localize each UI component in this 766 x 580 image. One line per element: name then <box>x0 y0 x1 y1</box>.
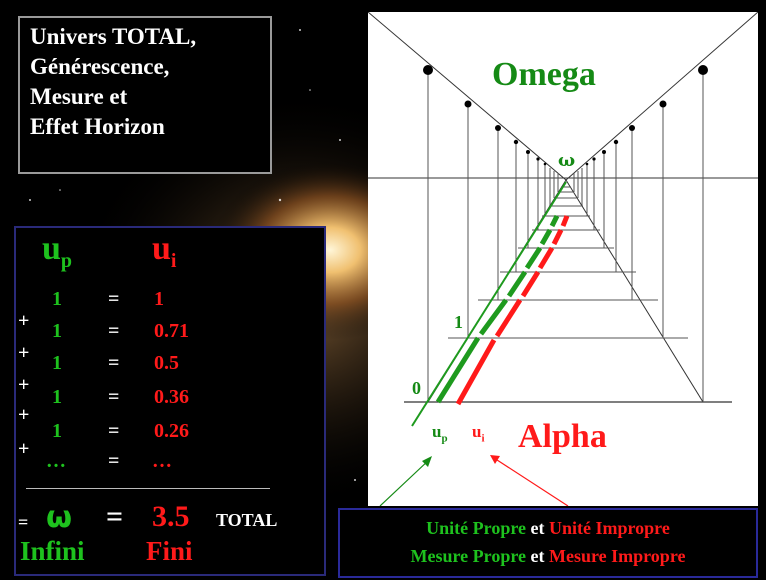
mark-one-label: 1 <box>454 312 463 333</box>
plus-sign: + <box>18 342 29 365</box>
omega-symbol: ω <box>46 500 72 535</box>
row-2-ui: 0.71 <box>154 320 189 343</box>
legend-et: et <box>531 518 545 538</box>
row-5-ui: 0.26 <box>154 420 189 443</box>
row-4-eq: = <box>108 386 119 409</box>
horizon-diagram: Omega ω 1 0 up ui Alpha <box>368 12 758 506</box>
total-eq: = <box>106 500 123 534</box>
plus-sign: + <box>18 374 29 397</box>
ui-label: ui <box>472 422 485 444</box>
omega-small-symbol: ω <box>558 150 575 171</box>
row-2-up: 1 <box>52 320 62 343</box>
row-1-ui: 1 <box>154 288 164 311</box>
title-line-4: Effet Horizon <box>30 112 260 142</box>
title-line-2: Générescence, <box>30 52 260 82</box>
plus-sign: + <box>18 404 29 427</box>
header-up: up <box>42 230 72 273</box>
title-line-1: Univers TOTAL, <box>30 22 260 52</box>
total-label: TOTAL <box>216 510 277 531</box>
sum-divider <box>26 488 270 489</box>
title-box: Univers TOTAL, Générescence, Mesure et E… <box>18 16 272 174</box>
mark-zero-label: 0 <box>412 378 421 399</box>
total-value: 3.5 <box>152 500 190 534</box>
row-6-up: … <box>46 450 66 473</box>
title-line-3: Mesure et <box>30 82 260 112</box>
omega-label: Omega <box>492 56 596 94</box>
legend-line-unit: Unité Propre et Unité Impropre <box>340 514 756 542</box>
measure-table: up ui 1 = 1 + 1 = 0.71 + 1 = 0.5 + 1 = 0… <box>14 226 326 576</box>
legend-mesure-impropre: Mesure Impropre <box>549 546 686 566</box>
row-4-ui: 0.36 <box>154 386 189 409</box>
legend-mesure-propre: Mesure Propre <box>411 546 526 566</box>
row-3-up: 1 <box>52 352 62 375</box>
legend-line-measure: Mesure Propre et Mesure Impropre <box>340 542 756 570</box>
row-1-eq: = <box>108 288 119 311</box>
legend-box: Unité Propre et Unité Impropre Mesure Pr… <box>338 508 758 578</box>
up-label: up <box>432 422 448 444</box>
row-1-up: 1 <box>52 288 62 311</box>
legend-et: et <box>531 546 545 566</box>
row-5-up: 1 <box>52 420 62 443</box>
row-3-eq: = <box>108 352 119 375</box>
row-6-ui: … <box>152 450 172 473</box>
row-5-eq: = <box>108 420 119 443</box>
fini-label: Fini <box>146 536 193 567</box>
total-eq-left: = <box>18 512 28 533</box>
plus-sign: + <box>18 310 29 333</box>
legend-unite-impropre: Unité Impropre <box>549 518 670 538</box>
legend-unite-propre: Unité Propre <box>426 518 526 538</box>
plus-sign: + <box>18 438 29 461</box>
alpha-label: Alpha <box>518 418 607 456</box>
infini-label: Infini <box>20 536 85 567</box>
row-3-ui: 0.5 <box>154 352 179 375</box>
row-4-up: 1 <box>52 386 62 409</box>
row-6-eq: = <box>108 450 119 473</box>
row-2-eq: = <box>108 320 119 343</box>
header-ui: ui <box>152 230 176 273</box>
